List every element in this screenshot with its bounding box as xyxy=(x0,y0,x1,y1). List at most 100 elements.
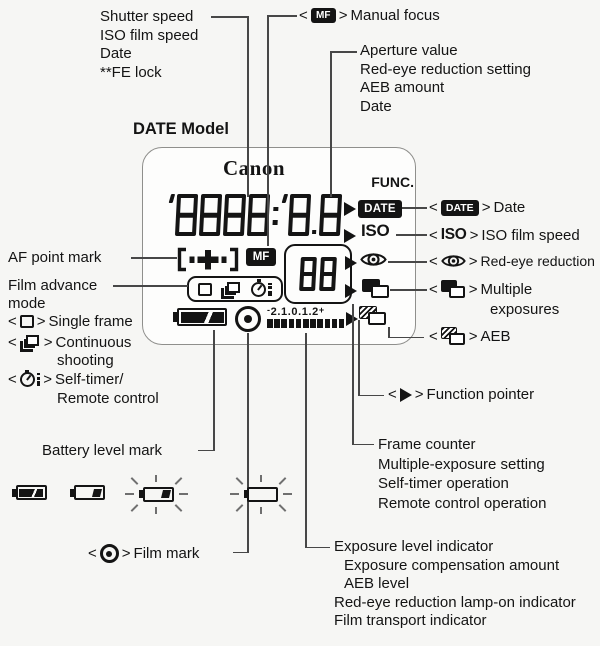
angle-open: < xyxy=(8,334,17,351)
exposure-numbers: 2.1.0.1.2 xyxy=(270,306,319,318)
function-pointer-icon xyxy=(344,202,356,216)
exposure-level-indicator: - 2.1.0.1.2 + xyxy=(267,305,345,328)
exposure-plus: + xyxy=(318,305,325,315)
function-pointer-callout: < > Function pointer xyxy=(388,386,534,403)
display-apostrophe xyxy=(281,194,288,203)
callout-line xyxy=(352,304,354,445)
red-eye-icon xyxy=(440,255,466,267)
callout-line xyxy=(131,257,177,259)
function-pointer-icon xyxy=(344,229,356,243)
date-indicator: DATE xyxy=(358,200,402,218)
film-advance-frame xyxy=(187,276,283,302)
film-mark-callout: < > Film mark xyxy=(88,544,199,563)
callout-line-text: Multiple-exposure setting xyxy=(378,455,545,473)
exposure-scale: - 2.1.0.1.2 + xyxy=(267,305,344,318)
callout-line xyxy=(247,333,249,553)
callout-line xyxy=(267,15,297,17)
battery-icon-full xyxy=(12,485,47,500)
angle-close: > xyxy=(481,199,491,216)
callout-line-text: Self-timer operation xyxy=(378,475,509,492)
angle-open: < xyxy=(388,386,397,403)
main-display xyxy=(168,194,343,237)
callout-line-text: **FE lock xyxy=(100,63,162,81)
callout-line-text: Exposure compensation amount xyxy=(344,556,560,574)
angle-close: > xyxy=(468,252,478,270)
frame-counter-callout: Frame counter Multiple-exposure setting … xyxy=(378,435,546,513)
angle-close: > xyxy=(43,371,53,388)
display-colon xyxy=(271,194,280,237)
af-point-mark-icon xyxy=(177,247,239,272)
callout-line xyxy=(358,320,360,396)
multiple-exposures-label-2: exposures xyxy=(490,301,560,318)
callout-line-text: Shutter speed xyxy=(100,8,194,25)
angle-open: < xyxy=(299,7,308,24)
display-apostrophe xyxy=(168,194,176,203)
self-timer-label-2: Remote control xyxy=(57,390,159,407)
angle-open: < xyxy=(88,545,97,562)
callout-line xyxy=(402,207,427,209)
continuous-callout: < > Continuous xyxy=(8,333,131,352)
single-frame-label: Single frame xyxy=(48,313,133,330)
battery-level-icon xyxy=(173,308,227,326)
red-eye-callout: < > Red-eye reduction xyxy=(429,252,595,270)
function-pointer-icon xyxy=(345,256,357,270)
iso-icon: ISO xyxy=(440,226,467,243)
af-point-label: AF point mark xyxy=(8,249,102,266)
angle-close: > xyxy=(121,545,131,562)
func-label: FUNC. xyxy=(371,174,414,190)
manual-focus-callout: < MF > Manual focus xyxy=(299,7,440,24)
callout-line-text: Remote control operation xyxy=(378,494,547,512)
callout-line-text: Date xyxy=(360,97,392,115)
aperture-callout: Aperture value Red-eye reduction setting… xyxy=(360,42,531,116)
battery-icon-empty-blinking xyxy=(229,474,293,514)
battery-icon-low xyxy=(70,485,105,500)
self-timer-icon xyxy=(19,369,41,387)
model-label: DATE Model xyxy=(133,120,229,138)
single-frame-icon xyxy=(19,315,34,328)
callout-line xyxy=(358,394,384,396)
angle-open: < xyxy=(8,313,17,330)
function-pointer-label: Function pointer xyxy=(426,386,535,403)
callout-line xyxy=(233,551,248,553)
callout-line xyxy=(396,234,427,236)
lcd-panel: Canon FUNC. MF xyxy=(142,147,416,345)
single-frame-callout: < > Single frame xyxy=(8,313,133,330)
iso-callout: < ISO > ISO film speed xyxy=(429,226,580,244)
film-mark-icon xyxy=(99,544,119,563)
angle-open: < xyxy=(429,226,438,244)
self-timer-icon xyxy=(251,279,272,297)
angle-close: > xyxy=(36,313,46,330)
film-mark-label: Film mark xyxy=(133,545,200,562)
aeb-callout: < > AEB xyxy=(429,327,511,346)
display-digit xyxy=(174,194,199,236)
callout-line xyxy=(352,443,374,445)
date-label: Date xyxy=(493,199,526,216)
callout-line xyxy=(305,333,307,548)
battery-level-label: Battery level mark xyxy=(42,442,163,459)
angle-close: > xyxy=(338,7,348,24)
angle-open: < xyxy=(429,199,438,216)
shutter-speed-callout: Shutter speed ISO film speed Date **FE l… xyxy=(100,8,198,82)
film-mark-icon xyxy=(235,306,261,332)
frame-counter-digit xyxy=(299,257,317,291)
callout-line xyxy=(247,16,249,197)
callout-line xyxy=(198,449,214,451)
callout-line-text: ISO film speed xyxy=(100,26,199,44)
angle-open: < xyxy=(8,371,17,388)
display-digit xyxy=(287,194,311,236)
function-pointer-icon xyxy=(345,284,357,298)
date-callout: < DATE > Date xyxy=(429,199,525,216)
callout-line xyxy=(211,16,248,18)
aeb-label: AEB xyxy=(480,328,511,345)
red-eye-icon xyxy=(360,253,387,266)
multiple-exposures-icon xyxy=(440,280,466,299)
battery-icon-low-blinking xyxy=(125,474,188,514)
self-timer-label: Self-timer/ xyxy=(55,371,124,388)
callout-line xyxy=(113,285,188,287)
film-advance-label-1: Film advance xyxy=(8,277,98,294)
aeb-icon xyxy=(440,327,466,346)
callout-line-text: Film transport indicator xyxy=(334,612,487,629)
display-digit xyxy=(318,194,343,236)
callout-line-text: AEB amount xyxy=(360,79,445,96)
